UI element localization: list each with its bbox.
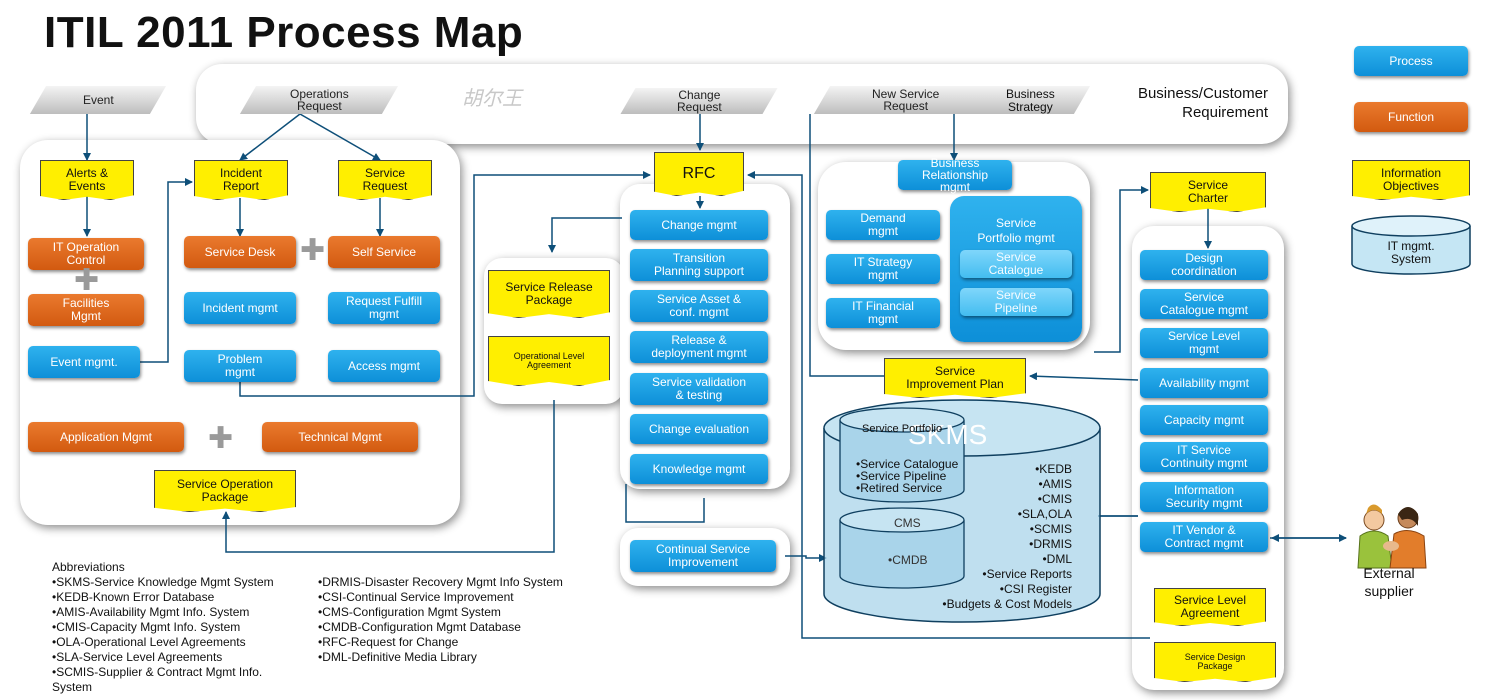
plus-icon: ✚ (208, 422, 234, 455)
service-operation-package: Service Operation Package (154, 470, 296, 512)
business-requirement-label: Business/Customer Requirement (1137, 85, 1268, 121)
legend-process: Process (1354, 46, 1468, 76)
service-catalogue[interactable]: Service Catalogue (960, 250, 1072, 278)
service-design-package: Service Design Package (1154, 642, 1276, 682)
abbreviations-col1: •SKMS-Service Knowledge Mgmt System •KED… (52, 575, 274, 694)
self-service[interactable]: Self Service (328, 236, 440, 268)
abbreviations-col2: •DRMIS-Disaster Recovery Mgmt Info Syste… (318, 575, 563, 664)
alerts-events: Alerts & Events (40, 160, 134, 200)
input-event: Event (29, 86, 167, 114)
facilities-mgmt[interactable]: Facilities Mgmt (28, 294, 144, 326)
it-vendor-contract-mgmt[interactable]: IT Vendor & Contract mgmt (1140, 522, 1268, 552)
portfolio-items: •Service Catalogue •Service Pipeline •Re… (856, 457, 959, 495)
service-request-doc: Service Request (338, 160, 432, 200)
abbreviations-heading: Abbreviations (52, 560, 125, 574)
change-evaluation[interactable]: Change evaluation (630, 414, 768, 444)
business-relationship-mgmt[interactable]: Business Relationship mgmt (898, 157, 1012, 193)
service-release-package: Service Release Package (488, 270, 610, 318)
legend-information-objectives: Information Objectives (1352, 160, 1470, 200)
service-portfolio-label: Service Portfolio (862, 423, 943, 435)
service-improvement-plan: Service Improvement Plan (884, 358, 1026, 398)
transition-planning-support[interactable]: Transition Planning support (630, 249, 768, 281)
plus-icon: ✚ (74, 264, 100, 297)
it-strategy-mgmt[interactable]: IT Strategy mgmt (826, 254, 940, 284)
request-fulfill-mgmt[interactable]: Request Fulfill mgmt (328, 292, 440, 324)
problem-mgmt[interactable]: Problem mgmt (184, 350, 296, 382)
availability-mgmt[interactable]: Availability mgmt (1140, 368, 1268, 398)
service-desk[interactable]: Service Desk (184, 236, 296, 268)
cmdb-label: •CMDB (888, 553, 928, 567)
event-mgmt[interactable]: Event mgmt. (28, 346, 140, 378)
application-mgmt[interactable]: Application Mgmt (28, 422, 184, 452)
service-charter: Service Charter (1150, 172, 1266, 212)
service-level-mgmt[interactable]: Service Level mgmt (1140, 328, 1268, 358)
change-mgmt[interactable]: Change mgmt (630, 210, 768, 240)
legend-function: Function (1354, 102, 1468, 132)
skms-title: SKMS (908, 419, 988, 450)
access-mgmt[interactable]: Access mgmt (328, 350, 440, 382)
it-financial-mgmt[interactable]: IT Financial mgmt (826, 298, 940, 328)
asset-config-mgmt[interactable]: Service Asset & conf. mgmt (630, 290, 768, 322)
continual-service-improvement[interactable]: Continual Service Improvement (630, 540, 776, 572)
skms-items: •KEDB •AMIS •CMIS •SLA,OLA •SCMIS •DRMIS… (942, 462, 1072, 611)
watermark: 胡尔王 (462, 88, 522, 110)
technical-mgmt[interactable]: Technical Mgmt (262, 422, 418, 452)
service-level-agreement: Service Level Agreement (1154, 588, 1266, 626)
it-service-continuity-mgmt[interactable]: IT Service Continuity mgmt (1140, 442, 1268, 472)
operational-level-agreement: Operational Level Agreement (488, 336, 610, 386)
information-security-mgmt[interactable]: Information Security mgmt (1140, 482, 1268, 512)
plus-icon: ✚ (300, 234, 326, 267)
external-supplier-label: External supplier (1363, 565, 1415, 599)
legend-it-system-label: IT mgmt. System (1387, 239, 1435, 266)
input-change-request: Change Request (620, 88, 778, 114)
service-catalogue-mgmt[interactable]: Service Catalogue mgmt (1140, 289, 1268, 319)
input-operations-request: Operations Request (239, 86, 399, 114)
knowledge-mgmt[interactable]: Knowledge mgmt (630, 454, 768, 484)
demand-mgmt[interactable]: Demand mgmt (826, 210, 940, 240)
rfc: RFC (654, 152, 744, 196)
service-pipeline[interactable]: Service Pipeline (960, 288, 1072, 316)
incident-mgmt[interactable]: Incident mgmt (184, 292, 296, 324)
release-deployment-mgmt[interactable]: Release & deployment mgmt (630, 331, 768, 363)
handshake-people-icon (1357, 504, 1427, 569)
skms-cylinder (823, 399, 1101, 623)
service-validation-testing[interactable]: Service validation & testing (630, 373, 768, 405)
legend-it-system-cylinder (1351, 215, 1471, 275)
capacity-mgmt[interactable]: Capacity mgmt (1140, 405, 1268, 435)
cms-label: CMS (894, 516, 921, 530)
incident-report: Incident Report (194, 160, 288, 200)
input-business-strategy: Business Strategy (1006, 87, 1055, 114)
design-coordination[interactable]: Design coordination (1140, 250, 1268, 280)
page-title: ITIL 2011 Process Map (44, 8, 524, 57)
it-operation-control[interactable]: IT Operation Control (28, 238, 144, 270)
